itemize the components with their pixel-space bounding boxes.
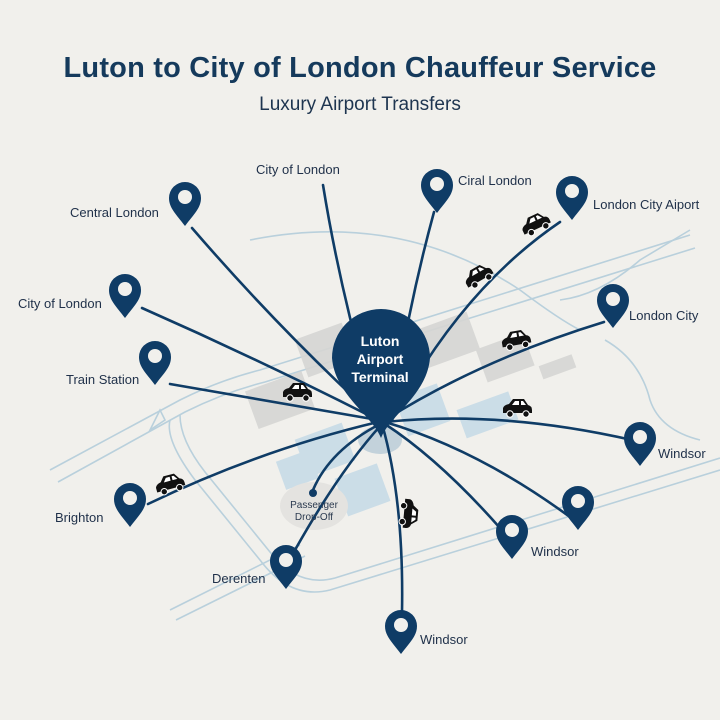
hub-label-line: Airport bbox=[356, 351, 404, 367]
drop-off-label: Passenger Drop-Off bbox=[282, 500, 346, 524]
destination-label[interactable]: Windsor bbox=[658, 446, 706, 461]
destination-label[interactable]: Derenten bbox=[212, 571, 266, 586]
hub-label[interactable]: Luton Airport Terminal bbox=[330, 332, 430, 386]
hub-label-line: Luton bbox=[360, 333, 400, 349]
destination-label[interactable]: City of London bbox=[256, 162, 340, 177]
destination-label[interactable]: Train Station bbox=[66, 372, 140, 387]
destination-label[interactable]: Brighton bbox=[55, 510, 104, 525]
hub-label-line: Terminal bbox=[351, 369, 409, 385]
destination-label[interactable]: Windsor bbox=[420, 632, 468, 647]
drop-off-line: Passenger bbox=[290, 500, 338, 511]
routes bbox=[140, 183, 634, 614]
destination-label[interactable]: City of London bbox=[18, 296, 102, 311]
drop-off-line: Drop-Off bbox=[294, 512, 334, 523]
page-title: Luton to City of London Chauffeur Servic… bbox=[63, 52, 657, 84]
drop-off-dot bbox=[309, 489, 317, 497]
destination-label[interactable]: Central London bbox=[70, 205, 159, 220]
hub-pin bbox=[332, 309, 430, 438]
destination-label[interactable]: Windsor bbox=[531, 544, 579, 559]
destination-label[interactable]: Ciral London bbox=[458, 173, 532, 188]
destination-label[interactable]: London City bbox=[629, 308, 699, 323]
page-subtitle: Luxury Airport Transfers bbox=[259, 94, 461, 115]
destination-label[interactable]: London City Aiport bbox=[593, 197, 700, 212]
